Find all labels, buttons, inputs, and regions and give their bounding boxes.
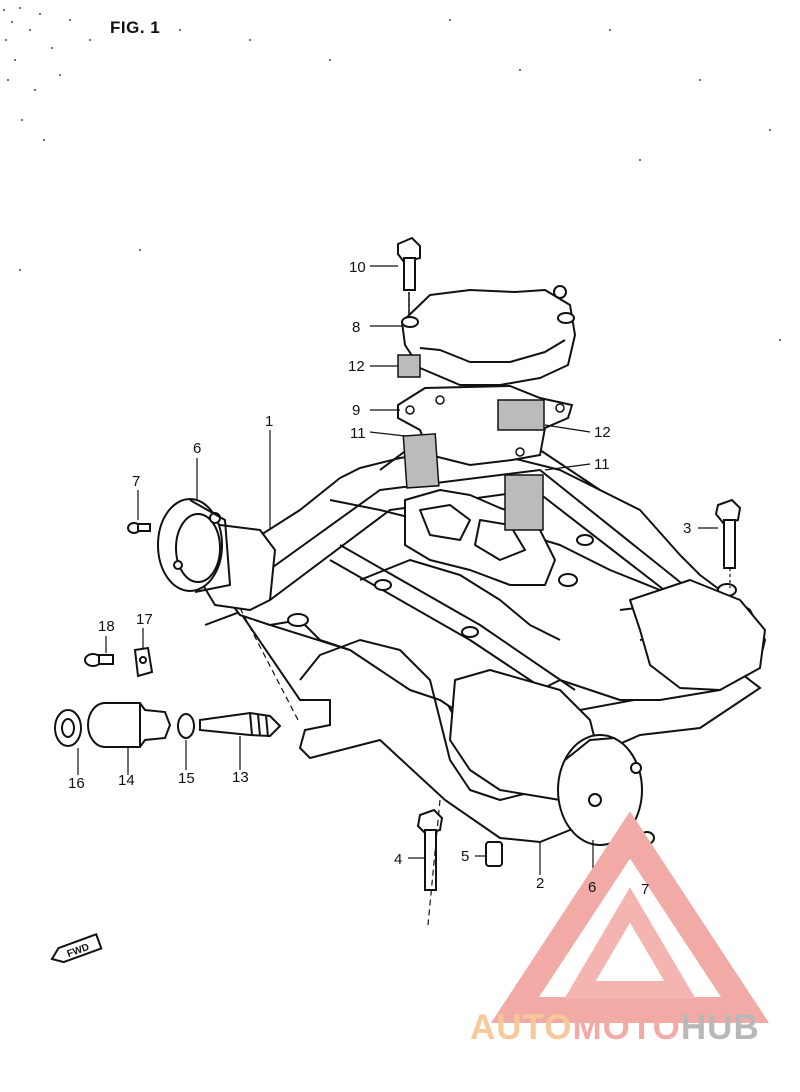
callout-6-right: 6 (588, 879, 597, 896)
callout-7-right: 7 (641, 881, 650, 898)
watermark-part-moto: MOTO (572, 1008, 681, 1047)
screw-7-left (127, 522, 151, 534)
callout-12: 12 (348, 358, 365, 375)
callout-2: 2 (536, 875, 545, 892)
callout-4: 4 (394, 851, 403, 868)
case-body (199, 429, 766, 801)
figure-title: FIG. 1 (110, 18, 161, 37)
callout-1: 1 (265, 413, 274, 430)
housing-14 (87, 702, 172, 748)
callout-16: 16 (68, 775, 85, 792)
callout-13: 13 (232, 769, 249, 786)
watermark-part-auto: AUTO (470, 1008, 573, 1047)
callout-5: 5 (461, 848, 470, 865)
forward-arrow: FWD (50, 933, 103, 964)
callout-9: 9 (352, 402, 361, 419)
watermark-logo (490, 811, 770, 1023)
watermark-text: AUTOMOTOHUB (470, 1008, 760, 1048)
leader-lines (77, 265, 731, 926)
end-cap-left (157, 498, 232, 593)
scan-noise (3, 7, 781, 341)
bolt-3 (714, 498, 742, 569)
bolt-10 (397, 236, 421, 291)
callout-7-left: 7 (132, 473, 141, 490)
watermark-part-hub: HUB (680, 1008, 760, 1047)
dowel-5 (485, 841, 503, 867)
callout-3: 3 (683, 520, 692, 537)
callout-10: 10 (349, 259, 366, 276)
bolt-18 (84, 653, 114, 667)
callout-11-right: 11 (594, 456, 610, 473)
callout-6-left: 6 (193, 440, 202, 457)
callout-8: 8 (352, 319, 361, 336)
callout-18: 18 (98, 618, 115, 635)
oring-15 (177, 713, 195, 739)
seal-16 (54, 709, 82, 747)
filter-elements (397, 354, 545, 531)
callout-11: 11 (350, 425, 366, 442)
callout-12-right: 12 (594, 424, 611, 441)
callout-14: 14 (118, 772, 135, 789)
bolt-4 (416, 808, 444, 891)
clip-17 (133, 646, 154, 678)
callout-17: 17 (136, 611, 153, 628)
gasket-holes (405, 395, 565, 457)
breather-cover (401, 285, 576, 386)
callout-15: 15 (178, 770, 195, 787)
gear-13 (199, 711, 282, 738)
end-cap-right (557, 734, 643, 846)
